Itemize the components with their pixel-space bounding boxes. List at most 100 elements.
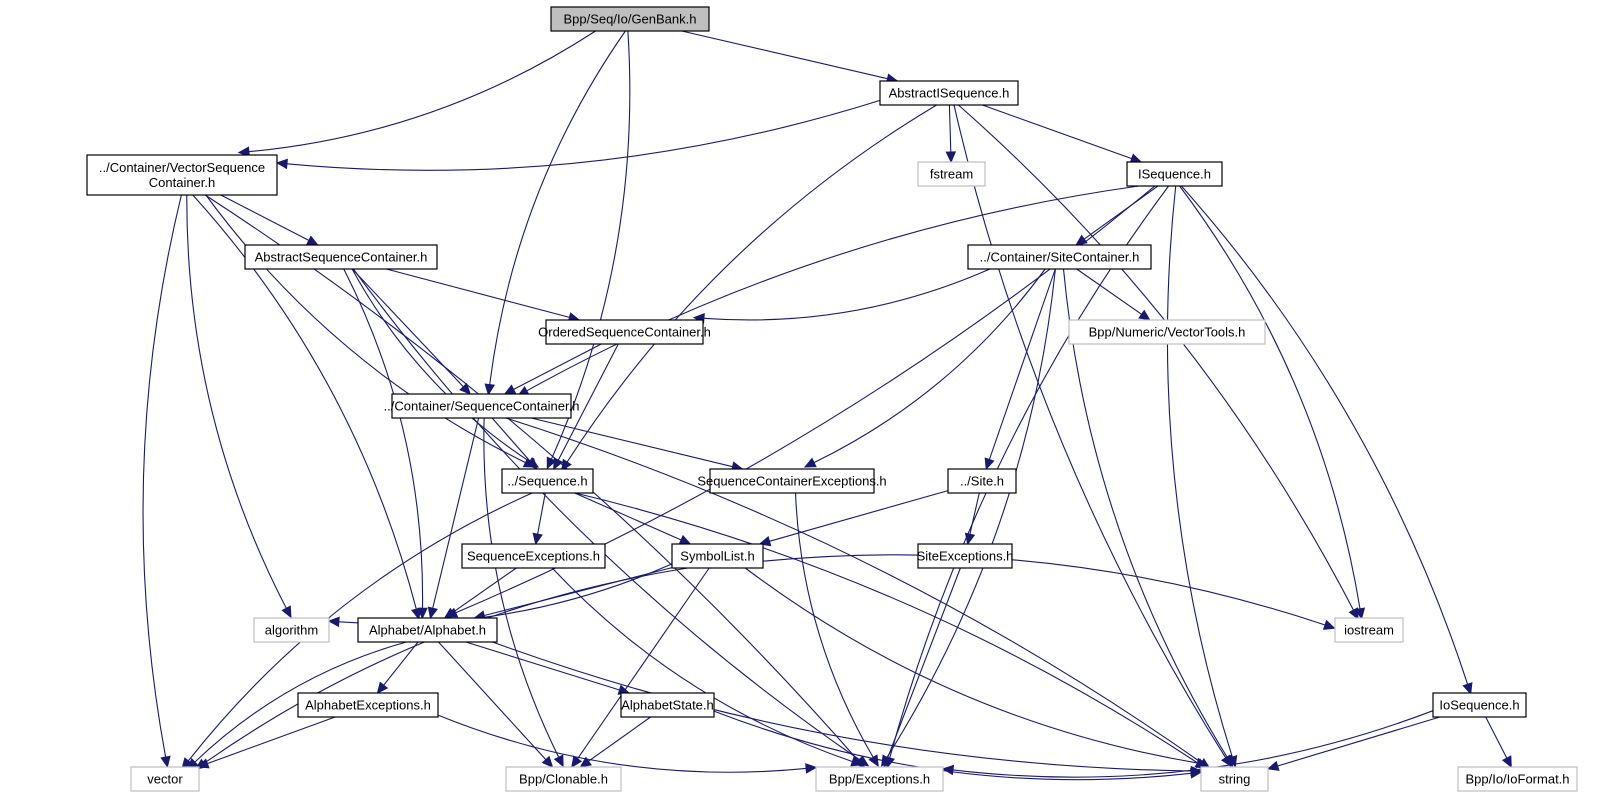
arrowhead-icon: [1190, 768, 1203, 779]
edge-line: [887, 567, 961, 758]
node-box: [501, 468, 594, 494]
edge-genbank-to-vectorsequencecontainer: [237, 30, 596, 157]
edge-line: [1180, 185, 1469, 685]
node-siteexceptions[interactable]: SiteExceptions.h: [917, 543, 1014, 569]
node-label: fstream: [930, 167, 973, 182]
node-box: [947, 468, 1017, 494]
edge-vectorsequencecontainer-to-sequence: [205, 194, 536, 468]
arrowhead-icon: [376, 681, 389, 694]
edge-line: [794, 492, 874, 758]
edge-symbollist-to-iostream: [762, 554, 1336, 630]
edge-iosequence-to-exceptions: [941, 710, 1434, 778]
node-label: AbstractSequenceContainer.h: [255, 250, 428, 265]
arrowhead-icon: [579, 756, 592, 768]
node-box: [545, 319, 704, 345]
node-clonable[interactable]: Bpp/Clonable.h: [505, 766, 622, 792]
edge-line: [484, 567, 673, 617]
node-isequence[interactable]: ISequence.h: [1126, 161, 1223, 187]
node-algorithm[interactable]: algorithm: [253, 617, 330, 643]
edge-alphabet-to-clonable: [438, 641, 554, 768]
node-sequencecontainerexceptions[interactable]: SequenceContainerExceptions.h: [697, 468, 887, 494]
node-box: [1068, 319, 1266, 345]
edge-orderedsequencecontainer-to-sequence: [553, 343, 619, 471]
edge-line: [248, 30, 596, 153]
edge-line: [192, 194, 417, 610]
node-ioformat[interactable]: Bpp/Io/IoFormat.h: [1457, 766, 1578, 792]
arrowhead-icon: [850, 756, 864, 767]
node-iostream[interactable]: iostream: [1334, 617, 1404, 643]
edge-sequence-to-sequenceexceptions: [532, 492, 546, 546]
edge-line: [1277, 716, 1440, 767]
node-genbank: Bpp/Seq/Io/GenBank.h: [550, 6, 710, 32]
edge-line: [483, 417, 560, 758]
edge-sequenceexceptions-to-alphabet: [443, 567, 517, 619]
node-box: [917, 543, 1013, 569]
node-exceptions[interactable]: Bpp/Exceptions.h: [815, 766, 944, 792]
node-sequence[interactable]: ../Sequence.h: [501, 468, 594, 494]
node-site[interactable]: ../Site.h: [947, 468, 1017, 494]
edge-symbollist-to-vector: [194, 567, 688, 770]
node-abstractisequence[interactable]: AbstractISequence.h: [879, 80, 1019, 106]
node-alphabetstate[interactable]: AlphabetState.h: [620, 692, 715, 718]
node-label: SequenceExceptions.h: [467, 549, 600, 564]
edge-line: [186, 194, 287, 609]
edge-line: [948, 104, 952, 153]
edge-symbollist-to-clonable: [571, 567, 710, 769]
edge-line: [550, 30, 631, 460]
node-label: Bpp/Io/IoFormat.h: [1465, 772, 1569, 787]
edge-abstractisequence-to-sequence: [561, 104, 937, 472]
arrowhead-icon: [945, 151, 957, 164]
node-box: [297, 692, 439, 718]
arrowhead-icon: [546, 456, 557, 470]
arrowhead-icon: [964, 532, 976, 546]
node-symbollist[interactable]: SymbolList.h: [671, 543, 764, 569]
node-label: AlphabetExceptions.h: [305, 698, 431, 713]
node-vectortools[interactable]: Bpp/Numeric/VectorTools.h: [1068, 319, 1266, 345]
edge-line: [574, 492, 682, 541]
edge-line: [505, 417, 1202, 764]
edge-orderedsequencecontainer-to-sequencecontainer: [503, 343, 602, 395]
node-label: Container.h: [149, 175, 216, 190]
edge-alphabetexceptions-to-vector: [196, 716, 336, 769]
node-vector[interactable]: vector: [130, 766, 200, 792]
node-abstractsequencecontainer[interactable]: AbstractSequenceContainer.h: [244, 244, 438, 270]
arrowhead-icon: [1075, 234, 1088, 246]
edge-line: [142, 194, 182, 758]
arrowhead-icon: [532, 532, 543, 546]
edge-genbank-to-abstractisequence: [681, 30, 899, 84]
edge-line: [207, 716, 336, 765]
arrowhead-icon: [275, 158, 288, 170]
node-iosequence[interactable]: IoSequence.h: [1432, 692, 1527, 718]
node-string[interactable]: string: [1200, 766, 1269, 792]
node-sequenceexceptions[interactable]: SequenceExceptions.h: [461, 543, 606, 569]
node-label: OrderedSequenceContainer.h: [538, 325, 711, 340]
node-alphabetexceptions[interactable]: AlphabetExceptions.h: [297, 692, 439, 718]
arrowhead-icon: [427, 606, 438, 620]
edge-symbollist-to-string: [744, 567, 1209, 769]
edge-iosequence-to-string: [1266, 716, 1440, 771]
node-box: [1334, 617, 1404, 643]
edge-abstractsequencecontainer-to-alphabet: [343, 268, 428, 620]
node-box: [815, 766, 944, 792]
node-alphabet[interactable]: Alphabet/Alphabet.h: [357, 617, 498, 643]
arrowhead-icon: [1266, 760, 1280, 771]
edge-line: [438, 641, 547, 760]
node-box: [357, 617, 498, 643]
node-fstream[interactable]: fstream: [917, 161, 986, 187]
arrowhead-icon: [503, 384, 517, 395]
node-sequencecontainer[interactable]: ../Container/SequenceContainer.h: [384, 393, 580, 419]
node-box: [967, 244, 1152, 270]
node-sitecontainer[interactable]: ../Container/SiteContainer.h: [967, 244, 1152, 270]
edge-line: [526, 185, 1139, 392]
arrowhead-icon: [868, 754, 879, 768]
node-box: [1126, 161, 1223, 187]
edge-isequence-to-sitecontainer: [1075, 185, 1159, 246]
edge-line: [1485, 716, 1508, 759]
node-label: ../Container/SiteContainer.h: [980, 250, 1140, 265]
edge-line: [769, 490, 949, 542]
edge-line: [681, 30, 888, 80]
node-orderedsequencecontainer[interactable]: OrderedSequenceContainer.h: [538, 319, 711, 345]
edges-layer: [142, 30, 1512, 781]
arrowhead-icon: [805, 763, 818, 774]
